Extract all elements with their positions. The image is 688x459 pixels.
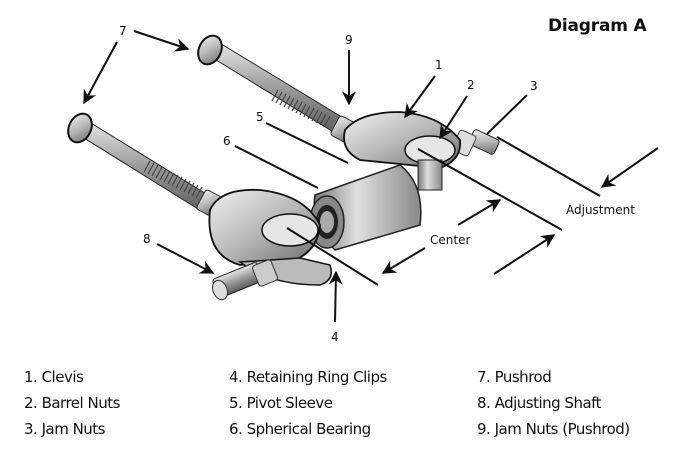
- legend-item: 5. Pivot Sleeve: [229, 394, 333, 412]
- legend-column-2: 4. Retaining Ring Clips 5. Pivot Sleeve …: [229, 364, 387, 442]
- adjust-dim-line: [496, 136, 601, 197]
- callout-1: 1: [435, 58, 443, 72]
- leader-7a: [133, 30, 190, 52]
- leader-8: [156, 243, 215, 274]
- center-label: Center: [430, 233, 470, 247]
- upper-pushrod: [197, 34, 356, 143]
- leader-1: [404, 75, 436, 119]
- leader-4: [328, 270, 343, 323]
- callout-7: 7: [119, 24, 127, 38]
- leader-2: [439, 95, 468, 140]
- legend-item: 1. Clevis: [24, 368, 84, 386]
- callout-2: 2: [467, 78, 475, 92]
- upper-clevis: [343, 111, 500, 191]
- callout-3: 3: [530, 79, 538, 93]
- legend-item: 9. Jam Nuts (Pushrod): [477, 420, 630, 438]
- leader-7b: [83, 41, 118, 105]
- callout-5: 5: [256, 110, 264, 124]
- center-dim-line: [417, 148, 563, 231]
- legend-item: 4. Retaining Ring Clips: [229, 368, 387, 386]
- callout-9: 9: [345, 33, 353, 47]
- legend-column-1: 1. Clevis 2. Barrel Nuts 3. Jam Nuts: [24, 364, 120, 442]
- center-arrow-right: [457, 199, 502, 226]
- callout-lines: [83, 30, 659, 323]
- legend-item: 3. Jam Nuts: [24, 420, 105, 438]
- adjustment-label: Adjustment: [566, 203, 635, 217]
- diagram-title: Diagram A: [548, 16, 647, 36]
- center-arrow-left: [381, 247, 426, 274]
- adjust-arrow-upper: [600, 147, 659, 188]
- leader-3: [486, 94, 528, 135]
- center-dim-line-lower: [286, 227, 379, 286]
- leader-6: [234, 145, 319, 189]
- adjust-arrow-lower: [493, 234, 556, 275]
- callout-4: 4: [331, 330, 339, 344]
- legend-column-3: 7. Pushrod 8. Adjusting Shaft 9. Jam Nut…: [477, 364, 630, 442]
- lower-pushrod: [67, 112, 222, 217]
- callout-6: 6: [223, 134, 231, 148]
- leader-5: [265, 122, 349, 164]
- pivot-sleeve: [309, 164, 422, 251]
- legend-item: 7. Pushrod: [477, 368, 552, 386]
- legend-item: 8. Adjusting Shaft: [477, 394, 602, 412]
- legend-item: 2. Barrel Nuts: [24, 394, 120, 412]
- callout-8: 8: [143, 232, 151, 246]
- legend-item: 6. Spherical Bearing: [229, 420, 371, 438]
